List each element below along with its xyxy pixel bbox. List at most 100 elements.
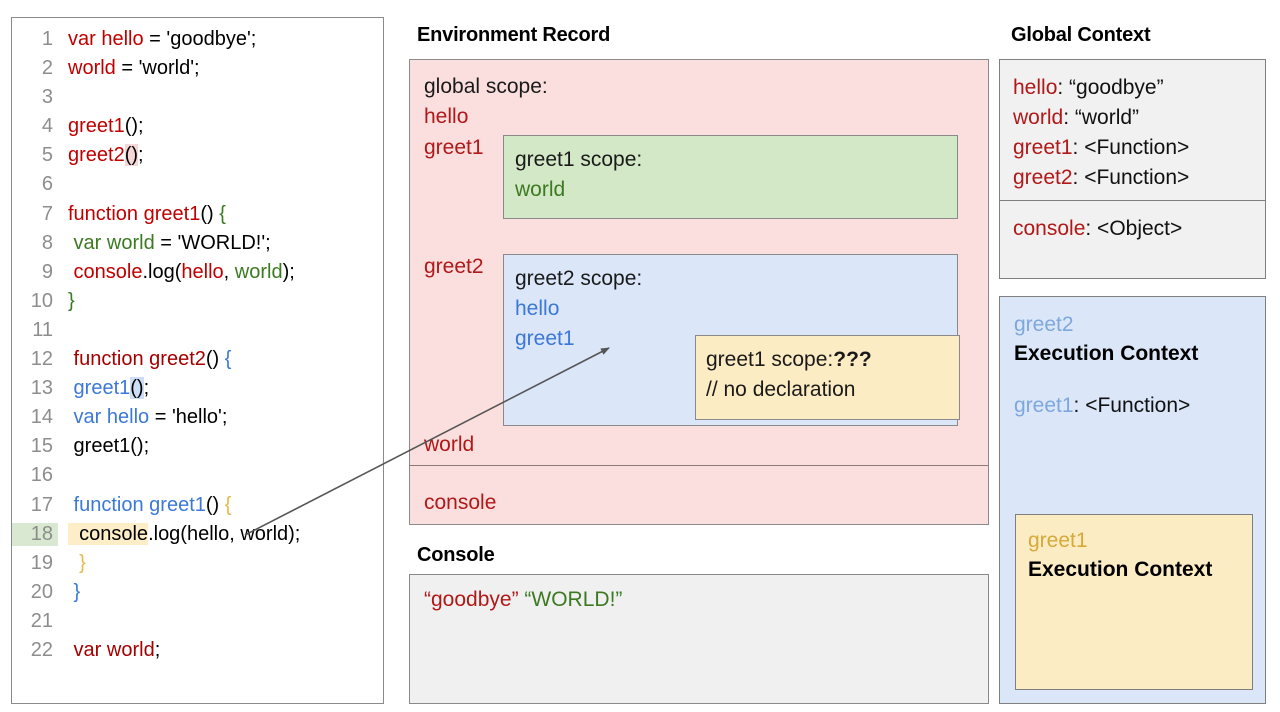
code-token: = 'goodbye';	[143, 28, 257, 50]
greet2-ec-entry: greet1: <Function>	[1014, 391, 1265, 421]
code-line-number: 6	[41, 173, 53, 196]
global-context-row: hello: “goodbye”	[1013, 73, 1265, 103]
code-line-text: }	[58, 290, 75, 313]
global-context-row: greet2: <Function>	[1013, 163, 1265, 193]
environment-record-box: global scope: hello greet1 greet2 world …	[409, 59, 989, 525]
code-line-text: var hello = 'hello';	[58, 406, 228, 429]
code-token: {	[224, 493, 232, 516]
code-token: console	[68, 522, 149, 545]
code-token: ()	[200, 202, 220, 225]
code-token: }	[68, 551, 86, 574]
code-line: 16	[12, 464, 383, 493]
code-line-text: greet1();	[58, 435, 150, 458]
code-line: 19 }	[12, 552, 383, 581]
global-context-value: : “goodbye”	[1057, 76, 1164, 99]
code-line-number: 22	[30, 638, 53, 661]
code-token: }	[68, 580, 81, 603]
global-context-value: : “world”	[1063, 106, 1140, 129]
greet2-scope-box: greet2 scope: hello greet1 greet1 scope:…	[503, 254, 960, 426]
code-token: world	[234, 260, 283, 283]
code-token: = 'hello';	[149, 406, 228, 429]
code-line-text: }	[58, 580, 81, 604]
code-token: ()	[205, 493, 225, 516]
global-binding-world: world	[424, 433, 475, 456]
global-binding-greet1: greet1	[424, 136, 484, 159]
greet1-inner-scope-comment: // no declaration	[706, 378, 856, 401]
code-token: var world	[68, 638, 155, 661]
global-binding-hello: hello	[424, 105, 469, 128]
greet1-ec-subtitle: Execution Context	[1028, 558, 1213, 581]
code-line: 6	[12, 173, 383, 202]
global-scope-region: global scope: hello greet1 greet2 world …	[410, 60, 988, 466]
console-output: “goodbye” “WORLD!”	[424, 588, 988, 612]
code-line-number: 14	[30, 406, 53, 429]
code-line: 12 function greet2() {	[12, 348, 383, 377]
greet1-execution-context-box: greet1 Execution Context	[1015, 514, 1253, 690]
global-binding-greet2: greet2	[424, 255, 484, 278]
code-line-text: greet2();	[58, 144, 144, 167]
code-token: world	[68, 57, 116, 80]
console-title: Console	[417, 544, 495, 566]
code-line-number: 15	[30, 435, 53, 458]
code-line: 18 console.log(hello, world);	[12, 522, 383, 552]
code-token: ()	[205, 348, 225, 371]
greet1-inner-scope-unknown-marker: ???	[833, 348, 872, 371]
greet1-scope-var-world: world	[515, 178, 566, 201]
console-output-value: “WORLD!”	[524, 588, 623, 611]
code-token: function greet1	[68, 493, 206, 516]
code-token: greet1	[68, 115, 125, 138]
code-line-number: 17	[30, 493, 53, 516]
code-line: 9 console.log(hello, world);	[12, 261, 383, 290]
code-line-text: }	[58, 552, 86, 575]
code-token: ;	[154, 638, 161, 661]
code-line-number: 9	[41, 260, 53, 283]
code-line-text: greet1();	[58, 377, 149, 400]
code-token: function greet2	[68, 348, 206, 371]
code-line-text: console.log(hello, world);	[58, 522, 300, 546]
code-line: 13 greet1();	[12, 377, 383, 406]
code-line-text: world = 'world';	[58, 57, 200, 80]
global-context-key: hello	[1013, 76, 1058, 99]
code-token: console	[68, 260, 143, 283]
code-token: .log(	[142, 260, 182, 283]
code-token: ()	[130, 377, 144, 400]
code-line-number: 21	[30, 609, 53, 632]
global-context-row: greet1: <Function>	[1013, 133, 1265, 163]
global-context-key: greet2	[1013, 166, 1073, 189]
code-line-number: 4	[41, 115, 53, 138]
greet2-ec-entry-key: greet1	[1014, 394, 1074, 417]
code-line: 8 var world = 'WORLD!';	[12, 232, 383, 261]
code-line-number: 19	[30, 551, 53, 574]
code-token: function greet1	[68, 202, 201, 225]
global-context-key: greet1	[1013, 136, 1073, 159]
code-token: greet2	[68, 144, 125, 167]
environment-record-title: Environment Record	[417, 24, 611, 46]
greet1-scope-box: greet1 scope: world	[503, 135, 958, 219]
code-token: }	[68, 289, 75, 312]
code-token: hello	[181, 260, 224, 283]
greet1-ec-name: greet1	[1028, 529, 1088, 552]
code-token: var hello	[68, 406, 150, 429]
code-line: 21	[12, 610, 383, 639]
global-context-key: console	[1013, 217, 1086, 240]
greet2-ec-entry-value: <Function>	[1085, 394, 1191, 417]
code-line-number: 16	[30, 464, 53, 487]
code-line-text: var hello = 'goodbye';	[58, 28, 256, 51]
greet1-inner-scope-header: greet1 scope:???	[706, 345, 959, 375]
code-line: 10}	[12, 290, 383, 319]
console-box: “goodbye” “WORLD!”	[409, 574, 989, 704]
code-line-number: 13	[30, 377, 53, 400]
code-line: 3	[12, 86, 383, 115]
code-line: 11	[12, 319, 383, 348]
code-token: = 'world';	[115, 57, 200, 80]
code-token: {	[219, 202, 226, 225]
code-line-number: 12	[30, 348, 53, 371]
code-line-number: 10	[30, 289, 53, 312]
code-line-number: 11	[32, 318, 53, 341]
code-line-number: 5	[41, 144, 53, 167]
code-token: ()	[124, 144, 139, 167]
